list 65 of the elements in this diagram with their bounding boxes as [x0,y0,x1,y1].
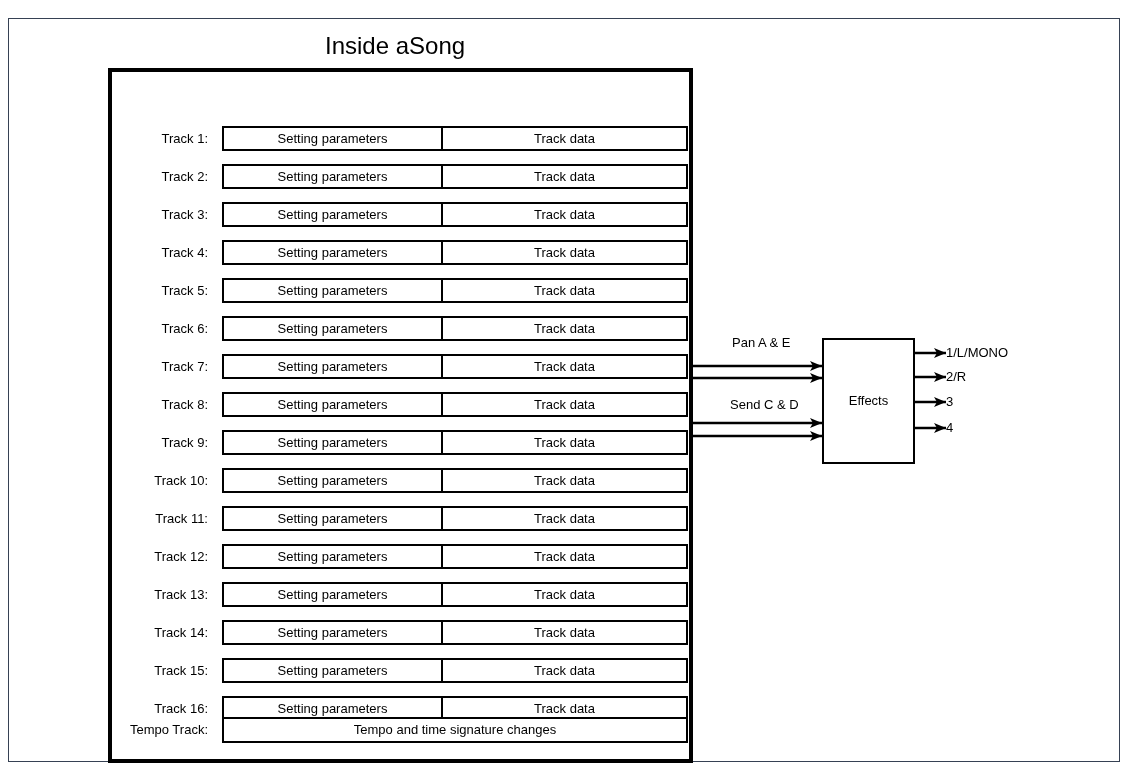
track-label: Track 8: [160,398,208,411]
data-box: Track data [443,468,688,493]
parameter-box: Setting parameters [222,582,443,607]
parameter-box: Setting parameters [222,278,443,303]
track-label: Track 7: [160,360,208,373]
track-label: Track 16: [153,702,208,715]
data-box: Track data [443,506,688,531]
output-label: 2/R [946,368,1026,386]
parameter-box: Setting parameters [222,468,443,493]
parameter-box: Setting parameters [222,126,443,151]
parameter-box: Setting parameters [222,202,443,227]
data-box: Track data [443,354,688,379]
data-box: Track data [443,202,688,227]
data-box: Track data [443,316,688,341]
data-box: Track data [443,278,688,303]
parameter-box: Setting parameters [222,354,443,379]
arrow [915,372,946,382]
track-label: Track 4: [160,246,208,259]
output-label: 1/L/MONO [946,344,1026,362]
track-label: Track 14: [153,626,208,639]
song-panel [108,68,693,763]
data-box: Track data [443,582,688,607]
data-box: Track data [443,126,688,151]
track-label: Track 10: [153,474,208,487]
parameter-box: Setting parameters [222,620,443,645]
arrow [693,373,822,383]
track-label: Track 6: [160,322,208,335]
edge-label: Pan A & E [731,336,792,349]
parameter-box: Tempo and time signature changes [222,717,688,743]
effects-box: Effects [822,338,915,464]
track-label: Track 1: [160,132,208,145]
parameter-box: Setting parameters [222,392,443,417]
arrow [693,431,822,441]
arrow [915,423,946,433]
track-label: Track 11: [154,512,208,525]
arrow [693,418,822,428]
panel-heading: Inside aSong [325,34,466,58]
arrow [915,397,946,407]
data-box: Track data [443,392,688,417]
track-label: Track 5: [160,284,208,297]
parameter-box: Setting parameters [222,316,443,341]
data-box: Track data [443,164,688,189]
track-label: Track 9: [160,436,208,449]
parameter-box: Setting parameters [222,240,443,265]
parameter-box: Setting parameters [222,164,443,189]
parameter-box: Setting parameters [222,430,443,455]
track-label: Tempo Track: [128,723,208,736]
arrow [693,361,822,371]
data-box: Track data [443,544,688,569]
track-label: Track 2: [160,170,208,183]
data-box: Track data [443,430,688,455]
parameter-box: Setting parameters [222,506,443,531]
parameter-box: Setting parameters [222,658,443,683]
output-label: 4 [946,419,1026,437]
track-label: Track 3: [160,208,208,221]
parameter-box: Setting parameters [222,544,443,569]
output-label: 3 [946,393,1026,411]
arrow [915,348,946,358]
data-box: Track data [443,240,688,265]
edge-label: Send C & D [729,398,800,411]
track-label: Track 15: [153,664,208,677]
track-label: Track 12: [153,550,208,563]
data-box: Track data [443,658,688,683]
track-label: Track 13: [153,588,208,601]
data-box: Track data [443,620,688,645]
